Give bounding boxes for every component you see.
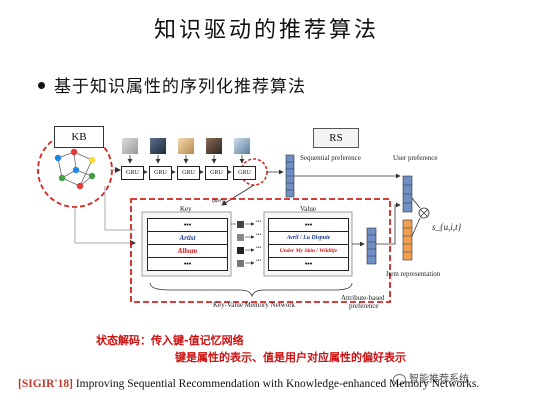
gru-cell-1: GRU <box>121 166 144 180</box>
value-cell-1: ••• <box>268 218 349 232</box>
citation-text: Improving Sequential Recommendation with… <box>75 378 480 390</box>
watermark: 智能推荐系统 <box>393 370 469 385</box>
memory-network-box <box>130 198 391 303</box>
item-thumbnail-1 <box>122 138 138 154</box>
item-representation-label: Item representation <box>386 270 441 278</box>
key-cell-1: ••• <box>147 218 228 232</box>
key-header: Key <box>180 205 192 213</box>
value-cell-3: Under My Skin / Wildlife <box>268 244 349 258</box>
gru-cell-2: GRU <box>149 166 172 180</box>
attribute-preference-vector <box>366 227 377 265</box>
citation-tag: [SIGIR'18] <box>18 378 73 390</box>
attribute-pref-label-1: Attribute-based <box>341 294 385 302</box>
value-cell-2: Avril / La Dispute <box>268 231 349 245</box>
memory-network-label: Key-Value Memory Network <box>213 301 296 309</box>
score-label: s_{u,i,t} <box>432 222 462 232</box>
item-thumbnail-4 <box>206 138 222 154</box>
gru-cell-5: GRU <box>233 166 256 180</box>
dots-4: ••• <box>256 259 262 264</box>
bullet-dot <box>38 82 45 89</box>
item-thumbnail-2 <box>150 138 166 154</box>
gru-cell-3: GRU <box>177 166 200 180</box>
dots-3: ••• <box>256 246 262 251</box>
kb-label: KB <box>54 126 104 148</box>
attribute-pref-label-2: preference <box>349 302 379 310</box>
item-thumbnail-5 <box>234 138 250 154</box>
bullet-text: 基于知识属性的序列化推荐算法 <box>54 77 306 97</box>
value-cell-4: ••• <box>268 257 349 271</box>
sequential-preference-vector <box>285 154 295 198</box>
key-cell-3: Album <box>147 244 228 258</box>
slide-title: 知识驱动的推荐算法 <box>153 18 379 43</box>
kb-graph-icon <box>54 148 96 190</box>
gru-cell-4: GRU <box>205 166 228 180</box>
dots-2: ••• <box>256 233 262 238</box>
note-line-2: 键是属性的表示、值是用户对应属性的偏好表示 <box>175 351 406 364</box>
key-cell-4: ••• <box>147 257 228 271</box>
value-header: Value <box>300 205 316 213</box>
watermark-text: 智能推荐系统 <box>409 374 469 385</box>
user-preference-vector <box>402 175 413 213</box>
wechat-icon <box>393 373 406 385</box>
citation: [SIGIR'18] Improving Sequential Recommen… <box>18 378 479 390</box>
note-line-1: 状态解码：传入键-值记忆网络 <box>96 334 244 347</box>
dots-1: ••• <box>256 220 262 225</box>
key-cell-2: Artist <box>147 231 228 245</box>
item-representation-vector <box>402 219 413 261</box>
user-preference-label: User preference <box>393 154 438 162</box>
rs-label: RS <box>313 128 359 148</box>
item-thumbnail-3 <box>178 138 194 154</box>
query-label: query <box>212 198 225 204</box>
sequential-preference-label: Sequential preference <box>300 154 361 162</box>
